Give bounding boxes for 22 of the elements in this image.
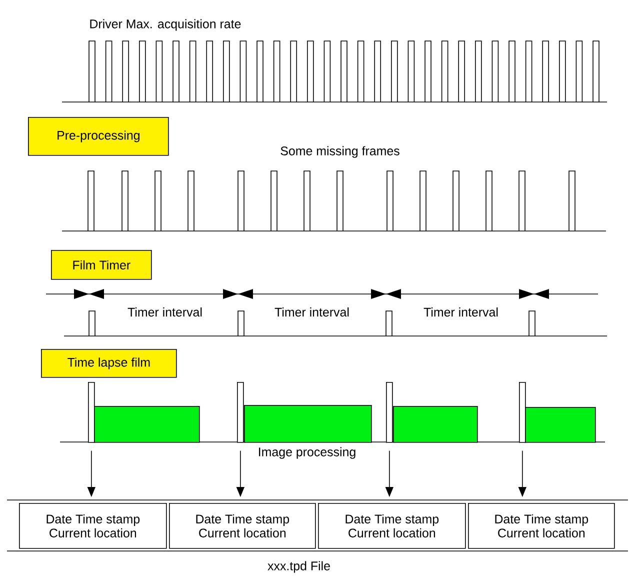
label: xxx.tpd File (268, 561, 330, 573)
title-box: Pre-processing (28, 117, 169, 156)
record-box: Date Time stamp Current location (169, 503, 316, 549)
title-box: Time lapse film (41, 349, 177, 378)
label: Some missing frames (280, 146, 400, 158)
frame-pulse (88, 382, 95, 443)
label: Image processing (259, 447, 356, 459)
title-box: Film Timer (51, 250, 152, 280)
processing-bar (525, 407, 596, 443)
label: Timer interval (424, 307, 498, 317)
frame-pulse (237, 382, 244, 443)
record-box: Date Time stamp Current location (19, 503, 167, 549)
label: Driver Max. acquisition rate (90, 19, 241, 31)
label: Timer interval (274, 307, 349, 317)
record-box: Date Time stamp Current location (468, 503, 615, 549)
label: Timer interval (128, 307, 202, 317)
frame-pulse (519, 382, 526, 443)
processing-bar (244, 405, 372, 443)
frame-pulse (386, 382, 393, 443)
processing-bar (393, 406, 478, 443)
processing-bar (94, 406, 200, 443)
record-box: Date Time stamp Current location (318, 503, 466, 549)
